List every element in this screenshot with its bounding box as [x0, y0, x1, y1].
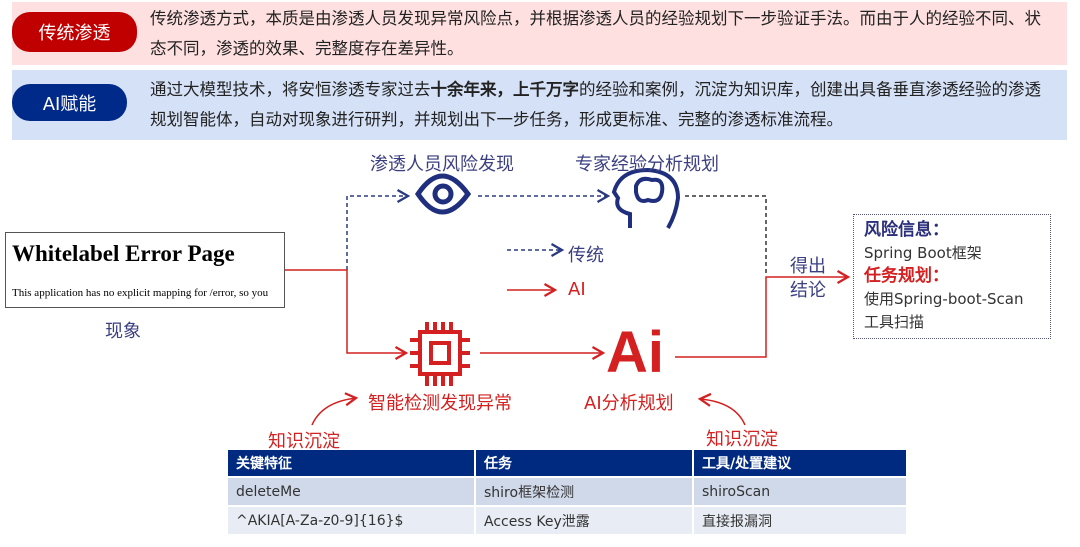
header-cell: 任务: [475, 450, 694, 477]
legend-ai: AI: [568, 279, 586, 300]
table-row: deleteMe shiro框架检测 shiroScan: [228, 476, 908, 506]
human-discover-label: 渗透人员风险发现: [370, 154, 514, 175]
table-cell: Access Key泄露: [475, 505, 694, 534]
desc-part: 通过大模型技术，将安恒渗透专家过去: [150, 80, 431, 99]
table-cell: 直接报漏洞: [693, 505, 908, 534]
traditional-badge: 传统渗透: [12, 12, 137, 52]
eye-icon: [414, 173, 472, 215]
knowledge-left-label: 知识沉淀: [268, 431, 340, 452]
ai-badge: AI赋能: [12, 84, 127, 121]
traditional-description: 传统渗透方式，本质是由渗透人员发现异常风险点，并根据渗透人员的经验规划下一步验证…: [150, 9, 1041, 58]
brain-head-icon: [611, 167, 681, 229]
traditional-band: [12, 2, 1067, 65]
table-cell: ^AKIA[A-Za-z0-9]{16}$: [228, 505, 476, 534]
error-title: Whitelabel Error Page: [12, 241, 235, 266]
task-title: 任务规划：: [864, 266, 949, 286]
desc-bold: 十余年来: [430, 80, 497, 99]
traditional-to-conclusion: [685, 195, 767, 275]
table-cell: deleteMe: [228, 476, 476, 506]
error-page-screenshot: Whitelabel Error Page This application h…: [5, 232, 285, 308]
table-header: 关键特征 任务 工具/处置建议: [228, 450, 908, 477]
ai-detect-label: 智能检测发现异常: [368, 393, 512, 414]
ai-band: [12, 70, 1067, 140]
desc-bold: 上千万字: [513, 80, 579, 99]
chip-icon: [410, 322, 470, 386]
expert-plan-label: 专家经验分析规划: [575, 154, 719, 175]
knowledge-right-label: 知识沉淀: [706, 429, 778, 450]
table-cell: shiro框架检测: [475, 476, 694, 506]
risk-value: Spring Boot框架: [864, 244, 982, 262]
header-cell: 关键特征: [228, 450, 476, 477]
error-body: This application has no explicit mapping…: [12, 287, 269, 299]
task-value-1: 使用Spring-boot-Scan: [864, 290, 1024, 308]
task-value-2: 工具扫描: [864, 313, 925, 331]
ai-plan-label: AI分析规划: [584, 393, 674, 414]
phenomenon-label: 现象: [105, 321, 141, 342]
risk-title: 风险信息：: [864, 220, 949, 240]
legend-traditional: 传统: [568, 245, 604, 266]
traditional-path: [346, 189, 611, 270]
desc-part: 的经验和案例，沉淀为知识库，创建出具备垂直渗透经验的渗透规划智能体，自动对现象进…: [150, 80, 1041, 129]
desc-sep: ，: [496, 80, 514, 99]
table-row: ^AKIA[A-Za-z0-9]{16}$ Access Key泄露 直接报漏洞: [228, 505, 908, 534]
ai-path: [284, 269, 851, 426]
conclusion-label-1: 得出: [790, 256, 826, 277]
header-cell: 工具/处置建议: [693, 450, 908, 477]
knowledge-table: 关键特征 任务 工具/处置建议 deleteMe shiro框架检测 shiro…: [228, 450, 908, 534]
conclusion-label-2: 结论: [790, 280, 826, 301]
ai-logo-icon: Ai: [606, 320, 664, 385]
ai-description: 通过大模型技术，将安恒渗透专家过去十余年来，上千万字的经验和案例，沉淀为知识库，…: [150, 75, 1050, 135]
result-box: 风险信息： Spring Boot框架 任务规划： 使用Spring-boot-…: [853, 214, 1051, 339]
table-cell: shiroScan: [693, 476, 908, 506]
